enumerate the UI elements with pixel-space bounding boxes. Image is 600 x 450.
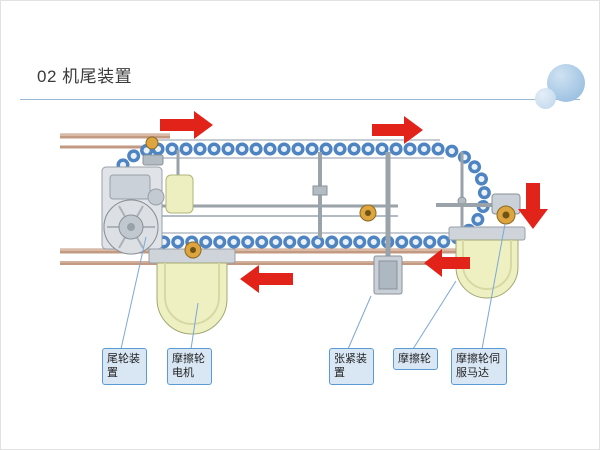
callout-friction-wheel-servo: 摩擦轮伺服马达 [451,348,507,385]
title-divider [20,99,580,100]
flow-arrow-right-top-left-icon [160,111,213,139]
flow-arrows [160,111,548,293]
callout-friction-wheel: 摩擦轮 [393,348,438,371]
hanger-posts [176,150,512,238]
callout-friction-wheel-motor: 摩擦轮电机 [167,348,212,385]
center-beam [158,204,398,217]
flow-arrow-down-right-icon [518,183,548,229]
guide-rails [138,139,450,234]
page-title: 02 机尾装置 [37,67,133,86]
callout-tension-device: 张紧装置 [329,348,374,385]
tension-assembly [359,152,403,295]
callout-tail-wheel-device: 尾轮装置 [102,348,147,385]
flow-arrow-right-top-center-icon [372,116,423,144]
tail-wheel-assembly [101,136,194,255]
decorative-circle-small-icon [535,88,556,109]
flow-arrow-left-bottom-right-icon [424,249,470,277]
friction-motor-assembly [148,241,236,335]
friction-wheel-assembly [448,193,526,299]
leader-lines [120,223,506,350]
flow-arrow-left-bottom-center-icon [240,265,293,293]
